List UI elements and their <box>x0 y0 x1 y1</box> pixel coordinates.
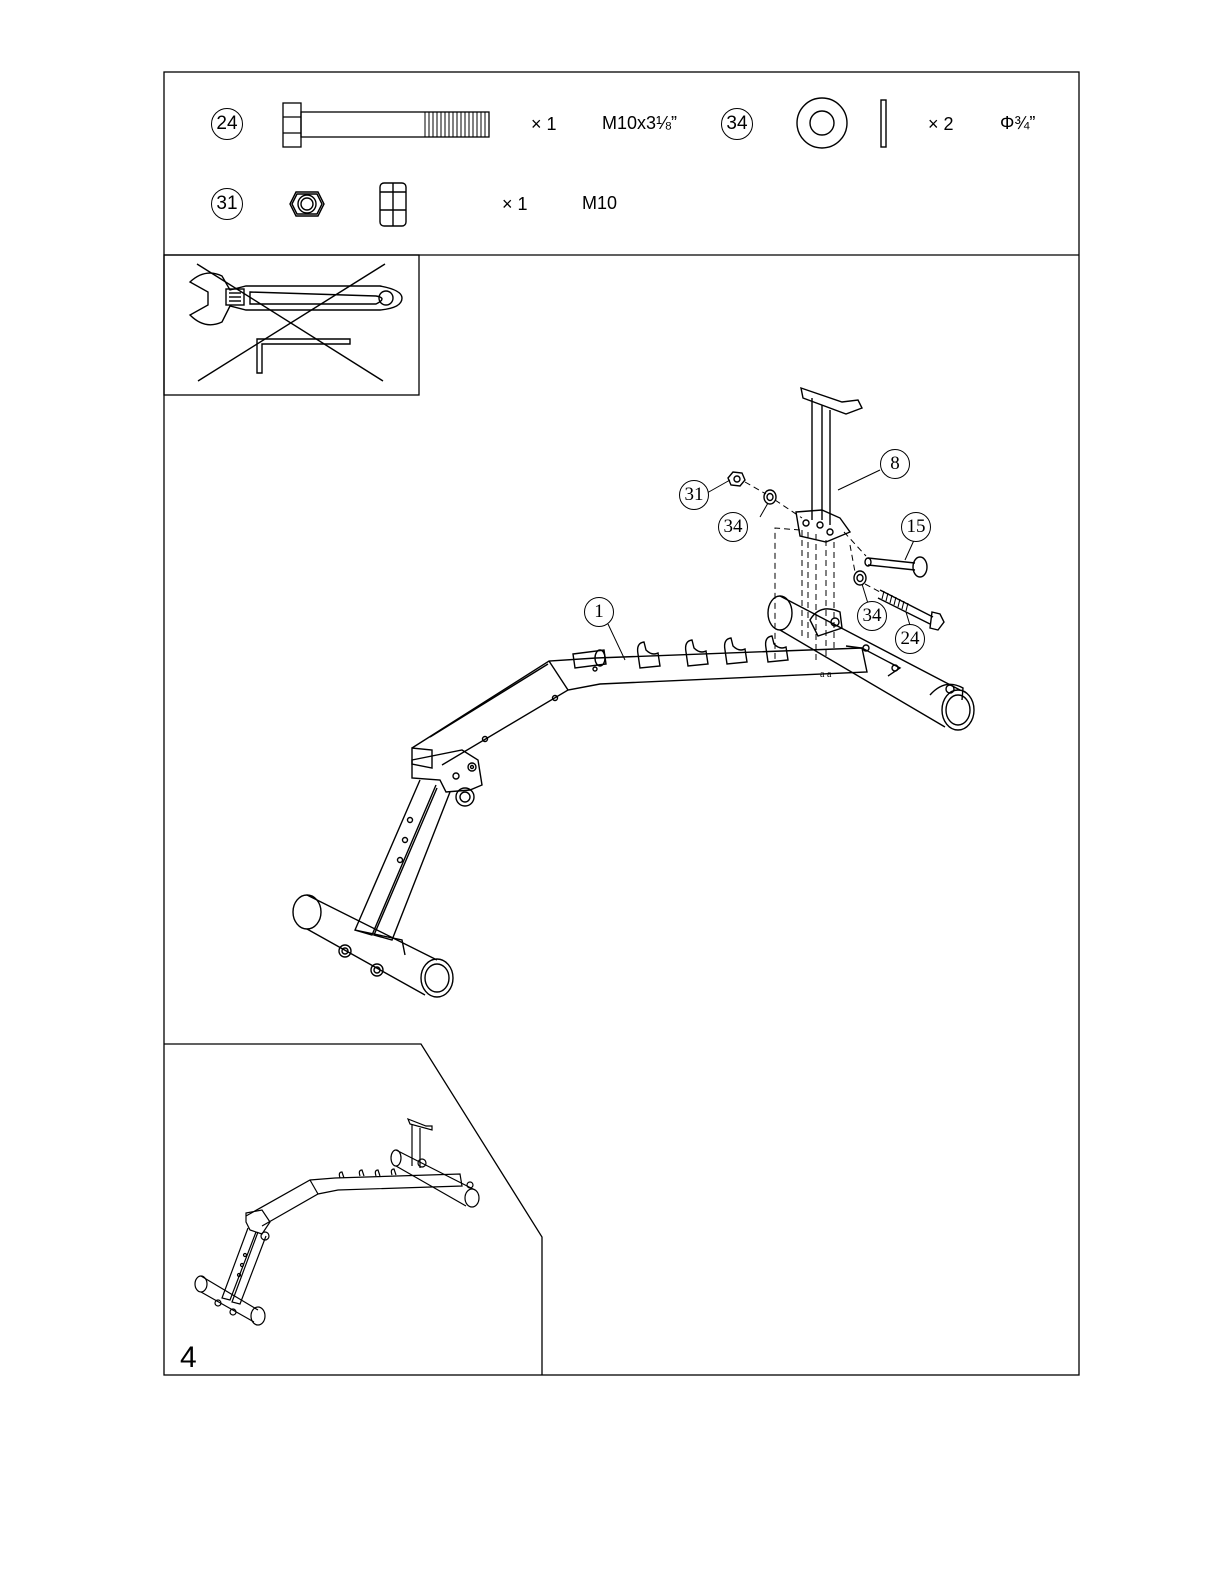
preview-box <box>164 1044 542 1375</box>
washer-icon <box>797 98 886 148</box>
part-size-34: Φ¾” <box>1000 114 1035 132</box>
part-qty-31: × 1 <box>502 195 528 213</box>
callout-31: 31 <box>679 480 709 510</box>
preview-bench-illustration <box>195 1119 479 1325</box>
part-size-31: M10 <box>582 194 617 212</box>
page-frame <box>164 72 1079 1375</box>
callout-24: 24 <box>895 624 925 654</box>
part-size-24: M10x3⅛” <box>602 114 677 132</box>
part-number-31: 31 <box>211 188 243 220</box>
callout-34-upper: 34 <box>718 512 748 542</box>
lock-nut-icon <box>290 183 406 226</box>
hex-bolt-icon <box>283 103 489 147</box>
part-number-24: 24 <box>211 108 243 140</box>
part-number-34: 34 <box>721 108 753 140</box>
callout-8: 8 <box>880 449 910 479</box>
tools-box <box>164 255 419 395</box>
part-qty-24: × 1 <box>531 115 557 133</box>
wrench-and-allen-key-crossed-out-icon <box>190 264 402 381</box>
step-number: 4 <box>180 1341 197 1375</box>
bench-frame-illustration: a a <box>293 388 974 997</box>
callout-34-lower: 34 <box>857 601 887 631</box>
callout-15: 15 <box>901 512 931 542</box>
callout-1: 1 <box>584 597 614 627</box>
part-qty-34: × 2 <box>928 115 954 133</box>
svg-text:a a: a a <box>820 669 832 680</box>
